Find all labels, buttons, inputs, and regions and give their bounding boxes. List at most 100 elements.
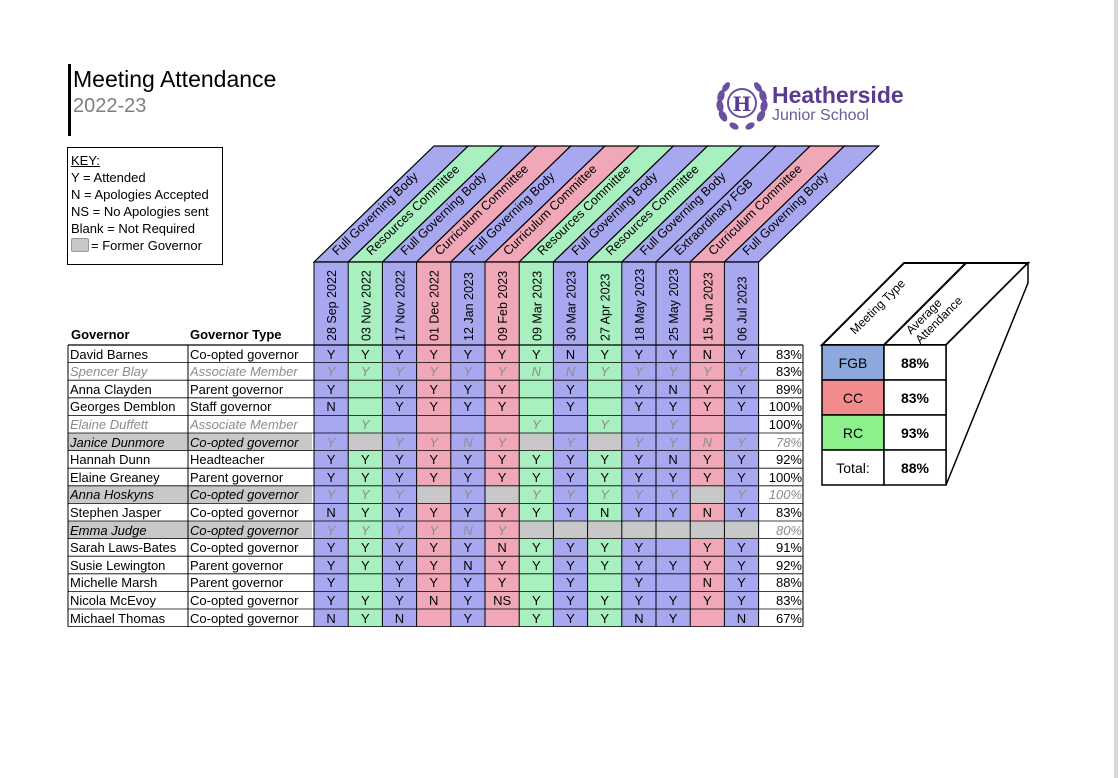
- attendance-cell: Y: [737, 434, 746, 450]
- attendance-cell: Y: [600, 416, 610, 432]
- attendance-cell: Y: [463, 452, 473, 468]
- meeting-date-label: 17 Nov 2022: [394, 270, 408, 341]
- attendance-cell: Y: [429, 469, 439, 485]
- attendance-cell: Y: [497, 346, 507, 362]
- attendance-cell: Y: [395, 575, 404, 591]
- attendance-cell: Y: [395, 504, 404, 520]
- former-cell-fill: [587, 433, 622, 451]
- attendance-cell: N: [565, 364, 576, 380]
- summary-total-label: Total:: [836, 459, 870, 476]
- key-item-not-required: Blank = Not Required: [71, 221, 195, 236]
- attendance-cell: N: [634, 610, 644, 626]
- attendance-cell: N: [428, 592, 439, 608]
- key-title: KEY:: [71, 153, 100, 168]
- former-cell-fill: [553, 521, 588, 539]
- meeting-date-label: 15 Jun 2023: [701, 272, 715, 341]
- attendance-cell: N: [326, 610, 336, 626]
- attendance-cell: Y: [600, 452, 610, 468]
- attendance-cell: Y: [360, 540, 370, 556]
- attendance-cell: Y: [326, 452, 336, 468]
- attendance-cell: Y: [566, 504, 575, 520]
- attendance-cell: N: [702, 434, 712, 450]
- summary-total-label-cell: [821, 449, 885, 486]
- governor-type: Co-opted governor: [190, 487, 299, 503]
- summary-type-value: 83%: [900, 389, 930, 406]
- attendance-cell: Y: [668, 610, 678, 626]
- meeting-column-fill: [724, 262, 759, 627]
- attendance-cell: Y: [463, 469, 473, 485]
- attendance-cell: Y: [668, 416, 678, 432]
- attendance-cell: Y: [600, 364, 610, 380]
- attendance-cell: Y: [326, 522, 336, 538]
- attendance-cell: N: [702, 575, 712, 591]
- attendance-cell: Y: [668, 364, 678, 380]
- attendance-cell: Y: [497, 452, 507, 468]
- attendance-cell: Y: [326, 381, 336, 397]
- attendance-cell: Y: [395, 557, 404, 573]
- summary-type-label: FGB: [838, 354, 868, 371]
- attendance-cell: Y: [668, 399, 678, 415]
- attendance-cell: N: [599, 504, 610, 520]
- former-cell-fill: [724, 521, 759, 539]
- attendance-cell: Y: [429, 575, 439, 591]
- meeting-column-fill: [382, 262, 417, 627]
- attendance-cell: NS: [493, 592, 512, 608]
- attendance-cell: Y: [668, 487, 678, 503]
- governor-name: Emma Judge: [70, 522, 147, 538]
- attendance-cell: Y: [531, 557, 541, 573]
- attendance-cell: Y: [360, 346, 370, 362]
- attendance-cell: Y: [737, 575, 746, 591]
- attendance-cell: Y: [395, 381, 404, 397]
- attendance-cell: Y: [326, 575, 336, 591]
- attendance-cell: Y: [566, 487, 575, 503]
- attendance-cell: Y: [634, 434, 644, 450]
- governor-type: Parent governor: [190, 575, 284, 591]
- summary-value-cell: [883, 414, 947, 451]
- meeting-date-label: 01 Dec 2022: [428, 270, 442, 341]
- attendance-cell: Y: [737, 364, 746, 380]
- key-item-former: = Former Governor: [71, 237, 222, 254]
- attendance-cell: Y: [668, 469, 678, 485]
- summary-type-label: CC: [842, 389, 864, 406]
- meeting-column-fill: [450, 262, 485, 627]
- page-title: Meeting Attendance: [73, 66, 277, 92]
- summary-type-cell: [821, 379, 885, 416]
- summary-type-cell: [821, 344, 885, 381]
- attendance-cell: Y: [360, 487, 370, 503]
- former-cell-fill: [485, 485, 520, 504]
- attendance-cell: Y: [634, 399, 644, 415]
- governor-name: Spencer Blay: [70, 364, 148, 380]
- attendance-cell: Y: [668, 434, 678, 450]
- attendance-cell: Y: [395, 434, 404, 450]
- attendance-cell: Y: [600, 592, 610, 608]
- attendance-percentage: 100%: [768, 469, 802, 485]
- governor-name: Michael Thomas: [70, 610, 166, 626]
- attendance-cell: Y: [497, 504, 507, 520]
- attendance-cell: Y: [497, 557, 507, 573]
- attendance-cell: Y: [702, 469, 712, 485]
- attendance-cell: Y: [566, 381, 575, 397]
- meeting-column-fill: [485, 262, 520, 627]
- attendance-cell: Y: [326, 469, 336, 485]
- attendance-cell: Y: [668, 557, 678, 573]
- attendance-cell: Y: [566, 434, 575, 450]
- attendance-cell: Y: [326, 557, 336, 573]
- attendance-cell: Y: [395, 399, 404, 415]
- governor-type: Co-opted governor: [190, 346, 299, 362]
- attendance-percentage: 88%: [775, 575, 802, 591]
- attendance-percentage: 80%: [775, 522, 802, 538]
- summary-value-cell: [883, 344, 947, 381]
- governor-type: Headteacher: [190, 452, 265, 468]
- attendance-cell: Y: [497, 434, 507, 450]
- meeting-date-label: 28 Sep 2022: [325, 270, 339, 341]
- attendance-cell: Y: [737, 592, 746, 608]
- attendance-cell: Y: [668, 592, 678, 608]
- attendance-cell: Y: [497, 399, 507, 415]
- attendance-cell: N: [497, 540, 507, 556]
- attendance-cell: Y: [360, 364, 370, 380]
- title-accent-bar: [68, 64, 71, 136]
- governor-name: Nicola McEvoy: [70, 592, 156, 608]
- governor-type: Co-opted governor: [190, 610, 299, 626]
- key-item-apologies: N = Apologies Accepted: [71, 187, 209, 202]
- meeting-date-label: 03 Nov 2022: [359, 270, 373, 341]
